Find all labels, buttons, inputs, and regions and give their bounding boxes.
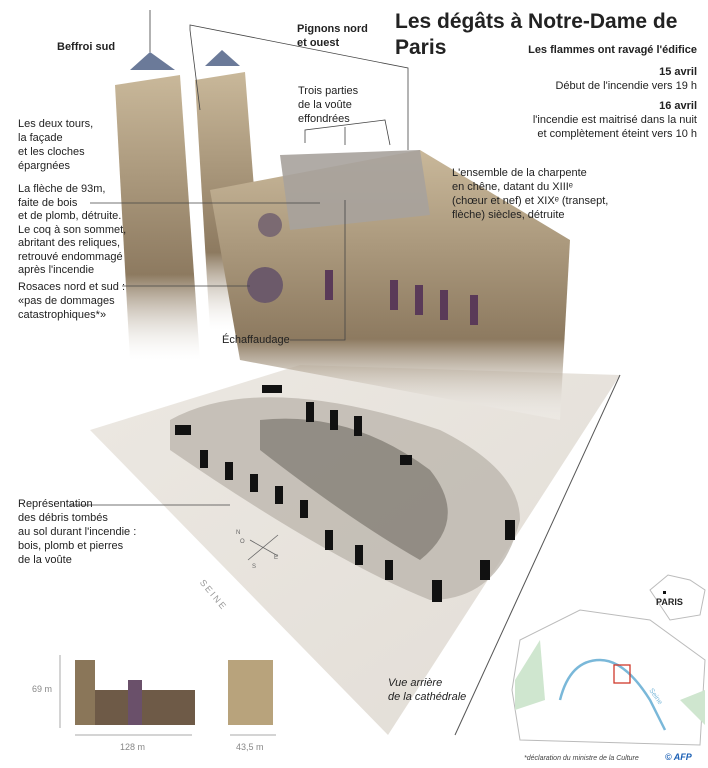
label-line: et les cloches — [18, 146, 85, 158]
label-line: (chœur et nef) et XIXᵉ (transept, — [452, 195, 609, 207]
label-line: Vue arrière — [388, 677, 443, 689]
label-line: Représentation — [18, 498, 93, 510]
label-line: catastrophiques*» — [18, 309, 107, 321]
timeline-text: et complètement éteint vers 10 h — [537, 128, 697, 140]
label-line: la façade — [18, 132, 63, 144]
compass-n: N — [236, 530, 241, 536]
label-line: L'ensemble de la charpente — [452, 167, 587, 179]
compass-o: O — [240, 539, 245, 545]
label-line: épargnées — [18, 160, 70, 172]
label-rosaces: Rosaces nord et sud : «pas de dommages cat… — [18, 280, 125, 322]
dimension-width: 43,5 m — [236, 742, 264, 752]
label-line: de la cathédrale — [388, 691, 467, 703]
label-line: Le coq à son sommet, — [18, 223, 127, 236]
label-line: au sol durant l'incendie : — [18, 526, 137, 538]
timeline-text: l'incendie est maitrisé dans la nuit — [532, 114, 697, 126]
cathedral-3d — [115, 10, 570, 420]
elevation-drawings — [59, 655, 276, 736]
label-line: de la voûte — [298, 99, 352, 111]
compass-e: E — [274, 555, 279, 561]
paris-map — [511, 574, 706, 746]
label-line: après l'incendie — [18, 264, 95, 276]
label-line: Les deux tours, — [18, 118, 94, 130]
label-line: de la voûte — [18, 554, 72, 566]
leader-lines — [70, 24, 409, 506]
footnote: *déclaration du ministre de la Culture — [524, 755, 639, 762]
label-line: abritant des reliques, — [18, 237, 121, 249]
dimension-length: 128 m — [120, 742, 146, 752]
label-echaffaudage: Échaffaudage — [222, 334, 290, 346]
compass-s: S — [252, 564, 257, 570]
label-line: «pas de dommages — [18, 295, 115, 307]
timeline-date: 16 avril — [659, 100, 697, 112]
debris-plan — [170, 385, 520, 602]
label-line: bois, plomb et pierres — [18, 540, 124, 552]
timeline-entry-1: 15 avril Début de l'incendie vers 19 h — [555, 65, 697, 93]
label-line: faite de bois — [18, 196, 78, 209]
label-voute: Trois parties de la voûte effondrées — [298, 84, 358, 126]
label-line: et de plomb, détruite. — [18, 210, 122, 222]
label-line: flèche) siècles, détruite — [452, 209, 565, 221]
timeline-entry-2: 16 avril l'incendie est maitrisé dans la… — [533, 99, 697, 141]
label-line: effondrées — [298, 113, 350, 125]
label-line: en chêne, datant du XIIIᵉ — [452, 181, 573, 193]
timeline-date: 15 avril — [659, 66, 697, 78]
label-line: Rosaces nord et sud : — [18, 281, 126, 293]
label-charpente: L'ensemble de la charpente en chêne, data… — [452, 166, 608, 222]
label-line: retrouvé endommagé — [18, 250, 123, 263]
label-line: Trois parties — [298, 85, 359, 97]
map-city-label: PARIS — [656, 597, 683, 607]
label-line: des débris tombés — [18, 512, 108, 524]
label-line: La flèche de 93m, — [18, 183, 106, 195]
label-line: Pignons nord — [297, 23, 368, 35]
afp-credit: © AFP — [665, 752, 692, 762]
dimension-height: 69 m — [32, 684, 53, 694]
timeline-text: Début de l'incendie vers 19 h — [555, 80, 697, 92]
page-title: Les dégâts à Notre-Dame de Paris — [395, 10, 678, 59]
label-debris: Représentation des débris tombés au sol du… — [18, 497, 136, 567]
subtitle: Les flammes ont ravagé l'édifice — [528, 44, 697, 56]
label-pignons: Pignons nord et ouest — [297, 22, 368, 50]
label-line: et ouest — [297, 37, 340, 49]
compass-rose — [247, 534, 279, 561]
label-vue-arriere: Vue arrière de la cathédrale — [388, 676, 466, 704]
label-beffroi: Beffroi sud — [57, 41, 116, 53]
label-tours: Les deux tours, la façade et les cloches ép… — [18, 117, 93, 173]
